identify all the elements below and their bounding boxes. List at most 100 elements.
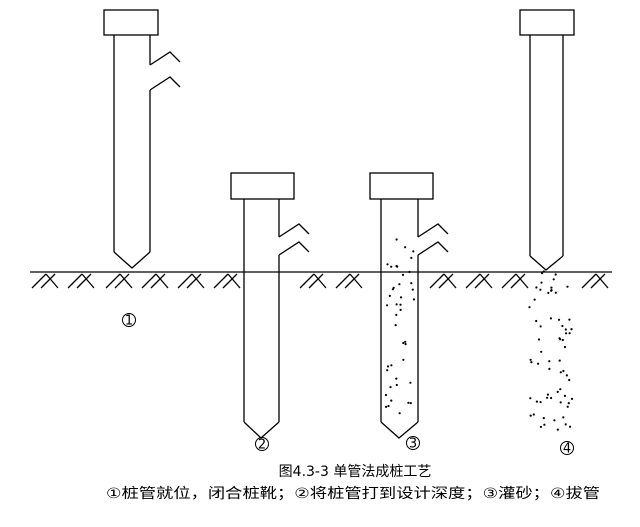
sand-grain [532,413,535,416]
feed-spout [278,223,310,238]
sand-grain [537,338,541,341]
sand-grain [387,404,390,408]
sand-grain [566,405,569,408]
sand-grain [564,328,567,331]
feed-spout [417,241,449,256]
soil-hatch-mark [344,273,360,289]
sand-grain [386,304,389,307]
sand-grain [539,288,542,291]
sand-grain [389,386,392,389]
sand-grain [394,324,397,327]
sand-grain [404,246,407,249]
soil-hatch-mark [479,273,493,289]
sand-grain [390,399,393,402]
step-marker-1-text: 1 [125,314,133,329]
feed-spout [278,241,310,256]
sand-grain [559,388,562,391]
soil-hatch-mark [177,273,193,289]
sand-grain [567,402,570,405]
soil-hatch-mark [510,273,526,289]
step-marker-4: 4 [560,441,574,457]
sand-grain [566,285,569,288]
sand-grain [549,317,553,320]
sand-grain [540,281,543,284]
soil-hatch-mark [40,273,56,289]
sand-grain [550,396,553,400]
sand-grain [529,397,532,400]
sand-grain [529,358,532,361]
sand-grain [396,265,399,268]
sand-grain [395,377,398,380]
soil-hatching [31,273,609,289]
sand-grain [533,298,536,301]
sand-grain [570,328,573,331]
sand-grain [564,423,567,426]
sand-grain [537,362,540,365]
figure-caption-title: 图4.3-3 单管法成桩工艺 [279,463,432,480]
sand-fill-step-3 [384,238,415,415]
sand-grain [395,238,398,241]
sand-grain [409,402,412,405]
step-marker-2: 2 [255,437,269,453]
sand-grain [556,390,559,393]
pile-pipe-step-3 [369,172,449,439]
sand-grain [565,374,569,377]
soil-hatch-mark [465,273,481,289]
sand-grain [565,332,568,335]
soil-hatch-mark [81,273,95,289]
soil-hatch-mark [308,273,324,289]
sand-grain [391,288,394,291]
sand-grain [562,416,565,419]
sand-grain [395,313,398,316]
pile-hammer-cap [369,172,434,200]
sand-grain [561,324,564,328]
sand-grain [568,318,571,321]
sand-grain [390,364,393,367]
sand-grain [399,308,402,311]
sand-grain [409,381,412,384]
sand-grain [386,365,390,368]
pile-pipe-step-2 [230,172,310,439]
sand-grain [402,358,405,361]
sand-grain [559,338,562,341]
sand-grain [385,405,388,408]
soil-hatch-mark [155,273,169,289]
sand-grain [570,397,574,400]
soil-hatch-mark [443,273,457,289]
sand-grain [404,340,407,343]
pile-shoe [380,421,419,439]
sand-grain [546,396,549,399]
sand-grain [410,282,413,285]
sand-grain [404,343,407,346]
sand-grain [410,256,413,259]
soil-hatch-mark [150,273,166,289]
soil-hatch-mark [119,273,133,289]
soil-hatch-mark [438,273,454,289]
sand-grain [528,306,531,309]
sand-grain [557,318,561,321]
sand-grain [542,417,545,420]
pile-pipe-step-4 [519,9,575,271]
sand-grain [399,303,402,306]
sand-grain [554,273,557,276]
soil-hatch-mark [515,273,529,289]
sand-grain [388,294,391,297]
sand-grain [550,289,553,292]
pile-pipe-step-1 [103,9,181,269]
sand-grain [561,338,564,342]
sand-grain [563,394,567,397]
step-marker-4-text: 4 [563,442,571,457]
sand-grain [540,350,543,353]
soil-hatch-mark [76,273,92,289]
sand-grain [559,371,562,374]
step-marker-1: 1 [122,313,136,329]
sand-grain [412,298,415,301]
sand-grain [530,361,533,364]
step-marker-2-text: 2 [258,438,266,453]
sand-grain [407,401,410,404]
sand-grain [390,265,393,268]
soil-hatch-mark [501,273,517,289]
pile-hammer-cap [230,172,295,200]
soil-hatch-mark [186,273,202,289]
sand-grain [548,360,551,363]
